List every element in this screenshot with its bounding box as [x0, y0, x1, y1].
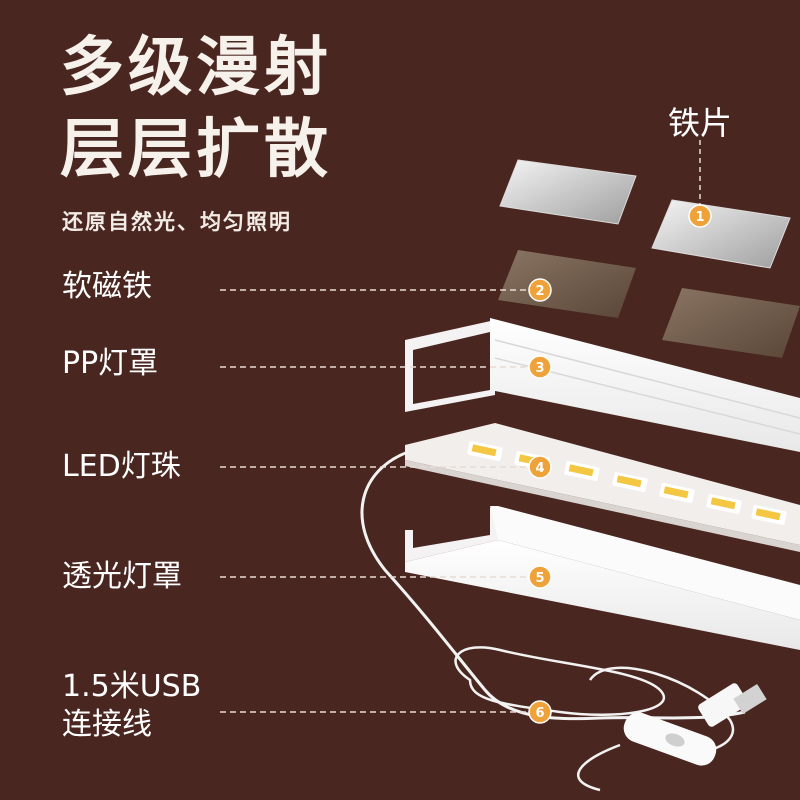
pp-cover-side: [490, 318, 800, 452]
badge-4: 4: [528, 455, 552, 479]
svg-text:5: 5: [535, 571, 544, 586]
badge-6: 6: [528, 700, 552, 724]
led-strip-board: [405, 423, 800, 545]
svg-text:3: 3: [535, 361, 544, 376]
led-strip-edge: [405, 460, 800, 552]
headline-line-1: 多级漫射: [60, 31, 332, 105]
usb-plug-body: [698, 683, 748, 727]
label-usb-cable-line-2: 连接线: [62, 706, 152, 742]
label-transparent-cover: 透光灯罩: [62, 559, 182, 594]
usb-cable-tail: [577, 743, 621, 792]
pp-cover-end-inner: [413, 332, 490, 404]
transparent-cover-wall: [490, 506, 800, 620]
svg-text:4: 4: [535, 461, 544, 476]
label-iron-sheet: 铁片: [668, 104, 733, 142]
svg-text:6: 6: [535, 706, 544, 721]
label-led-beads: LED灯珠: [62, 449, 181, 484]
magnet-left: [498, 250, 636, 318]
label-usb-cable-line-1: 1.5米USB: [62, 669, 202, 704]
pp-cover-groove-1: [494, 339, 800, 419]
badge-5: 5: [528, 565, 552, 589]
svg-text:2: 2: [535, 284, 544, 299]
usb-cable-loop: [454, 646, 666, 717]
svg-text:1: 1: [695, 210, 704, 225]
transparent-cover-end: [405, 506, 498, 562]
magnet-right: [662, 288, 800, 358]
subtitle: 还原自然光、均匀照明: [62, 210, 292, 234]
label-pp-cover: PP灯罩: [62, 346, 159, 381]
label-usb-cable: 1.5米USB 连接线: [62, 668, 201, 743]
iron-sheet-left: [499, 159, 637, 225]
switch-button: [665, 733, 685, 747]
iron-sheet-right: [651, 199, 791, 269]
headline-line-2: 层层扩散: [60, 113, 332, 187]
transparent-cover-side: [405, 540, 800, 650]
label-soft-magnet: 软磁铁: [62, 269, 152, 304]
badge-1: 1: [688, 204, 712, 228]
badge-2: 2: [528, 278, 552, 302]
usb-plug-connector: [733, 683, 767, 715]
badge-3: 3: [528, 355, 552, 379]
